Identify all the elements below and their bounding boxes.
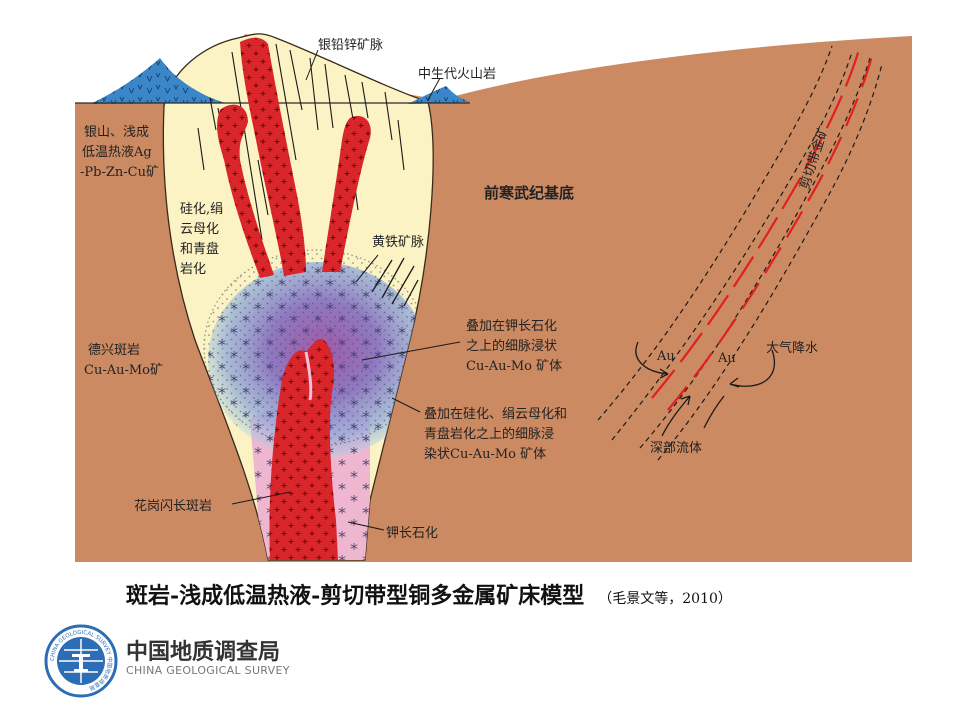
label-deep-fluid: 深部流体 (650, 441, 702, 456)
granodiorite-porphyry-stock-pattern (269, 339, 338, 560)
volcanic-rock-left-pattern (90, 58, 225, 104)
org-name-chinese: 中国地质调查局 (126, 640, 281, 665)
porphyry-dyke-left-pattern (217, 104, 274, 279)
porphyry-apophysis-split (304, 351, 313, 401)
porphyry-dyke-center-pattern (240, 37, 306, 277)
label-alteration-line2: 云母化 (180, 222, 219, 237)
label-dexing-line1: 德兴斑岩 (88, 343, 140, 358)
leader-lines (231, 49, 461, 531)
label-silica-overprint-line2: 青盘岩化之上的细脉浸 (424, 426, 554, 442)
label-au-right: Au (717, 351, 736, 366)
label-deposit-type-line2: 低温热液Ag (82, 145, 152, 160)
label-au-left: Au (656, 349, 675, 364)
label-meteoric-water: 大气降水 (766, 340, 818, 356)
porphyry-dyke-right-pattern (322, 116, 371, 272)
label-deposit-type-line3: -Pb-Zn-Cu矿 (80, 165, 159, 180)
label-k-feldspathization: 钾长石化 (386, 526, 438, 541)
china-geological-survey-logo: CHINA GEOLOGICAL SURVEY 中国地质调查局 (44, 624, 118, 698)
label-silica-overprint-line1: 叠加在硅化、绢云母化和 (424, 406, 567, 422)
label-silica-overprint-line3: 染状Cu-Au-Mo 矿体 (424, 447, 546, 462)
org-name-english: CHINA GEOLOGICAL SURVEY (126, 664, 290, 677)
figure-caption: 斑岩-浅成低温热液-剪切带型铜多金属矿床模型 （毛景文等，2010） (126, 578, 732, 610)
label-alteration-line4: 岩化 (180, 262, 206, 277)
label-k-overprint-line1: 叠加在钾长石化 (466, 319, 557, 334)
fluid-arrows (635, 341, 776, 437)
label-k-overprint-line2: 之上的细脉浸状 (466, 338, 557, 354)
label-alteration-line3: 和青盘 (180, 241, 219, 257)
pyrite-veins (371, 257, 419, 307)
volcanic-rock-right-pattern (408, 86, 470, 104)
ore-deposit-model-diagram: 银铅锌矿脉 中生代火山岩 银山、浅成 低温热液Ag -Pb-Zn-Cu矿 前寒武… (75, 33, 912, 562)
label-dexing-line2: Cu-Au-Mo矿 (84, 363, 163, 378)
label-alteration-line1: 硅化,绢 (180, 201, 223, 217)
label-k-overprint-line3: Cu-Au-Mo 矿体 (466, 359, 562, 374)
label-granodiorite-porphyry: 花岗闪长斑岩 (134, 498, 212, 514)
label-pyrite-vein: 黄铁矿脉 (372, 235, 424, 250)
caption-citation: （毛景文等，2010） (598, 591, 732, 607)
label-basement: 前寒武纪基底 (484, 184, 574, 202)
label-deposit-type-line1: 银山、浅成 (84, 125, 149, 140)
caption-title: 斑岩-浅成低温热液-剪切带型铜多金属矿床模型 (126, 583, 585, 609)
label-ag-pb-zn-vein: 银铅锌矿脉 (318, 38, 383, 53)
shear-zone (597, 45, 883, 461)
label-mesozoic-volcanic: 中生代火山岩 (418, 67, 496, 82)
